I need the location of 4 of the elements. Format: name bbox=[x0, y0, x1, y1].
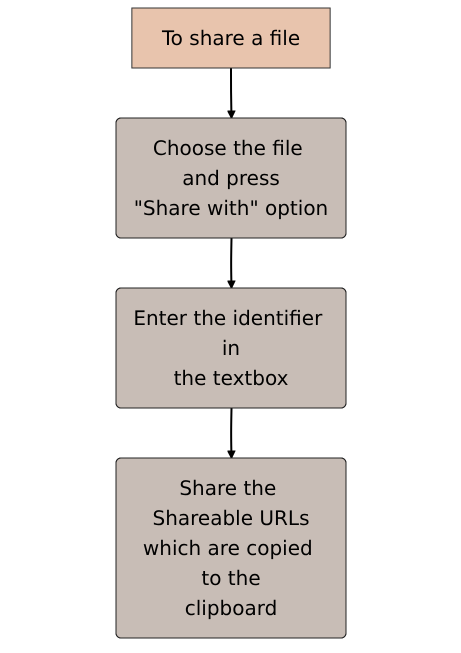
node-box: To share a file bbox=[130, 8, 330, 68]
arrow bbox=[226, 68, 236, 119]
arrow bbox=[226, 408, 236, 459]
arrow bbox=[226, 238, 236, 289]
